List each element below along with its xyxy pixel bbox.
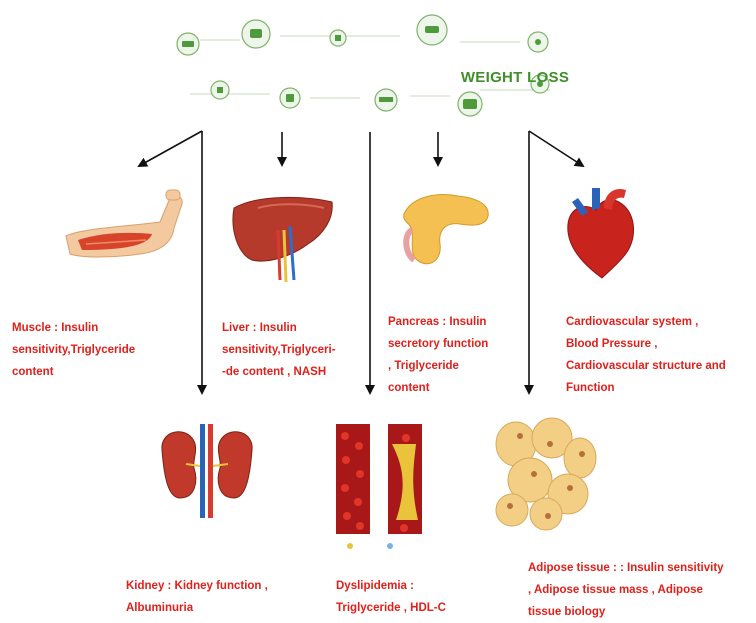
legend-dot-blue (387, 543, 393, 549)
kidney-icon (156, 420, 258, 518)
heart-icon (562, 182, 642, 280)
adipose-cells-icon (490, 414, 600, 532)
liver-label: Liver : Insulin sensitivity,Triglyceri- … (222, 317, 336, 383)
kidney-label: Kidney : Kidney function , Albuminuria (126, 575, 268, 619)
pancreas-label: Pancreas : Insulin secretory function , … (388, 311, 488, 399)
cardiovascular-label: Cardiovascular system , Blood Pressure ,… (566, 311, 726, 399)
arrow-to-muscle (139, 131, 202, 166)
blood-vessel-icon (328, 424, 432, 552)
dyslipidemia-label: Dyslipidemia : Triglyceride , HDL-C (336, 575, 446, 619)
adipose-label: Adipose tissue : : Insulin sensitivity ,… (528, 557, 724, 623)
arrow-to-heart (529, 131, 583, 166)
liver-icon (228, 190, 338, 286)
legend-dot-yellow (347, 543, 353, 549)
pancreas-icon (398, 186, 494, 272)
muscle-arm-icon (62, 188, 190, 266)
muscle-label: Muscle : Insulin sensitivity,Triglycerid… (12, 317, 135, 383)
